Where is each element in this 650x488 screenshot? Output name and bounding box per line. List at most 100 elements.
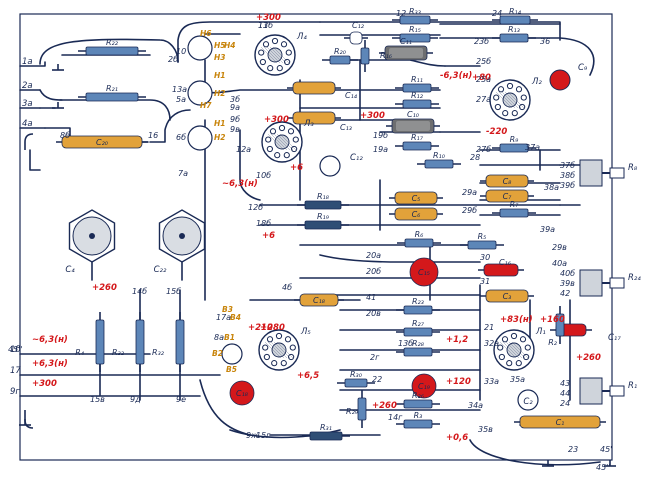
- input-16: 1б: [10, 345, 21, 355]
- node-label: 41: [366, 293, 376, 302]
- resistor-label: R₂₂: [106, 38, 119, 47]
- tube-pin: [291, 145, 298, 153]
- node-label: 37а: [525, 143, 540, 152]
- tube-label: Л₅: [300, 327, 311, 337]
- tube-hatch: [272, 46, 290, 64]
- capacitor-c1: [519, 415, 601, 429]
- node-label: 11: [258, 21, 268, 30]
- resistor-r30: [344, 378, 368, 388]
- resistor-r23: [403, 305, 433, 315]
- node-label: 21: [484, 323, 494, 332]
- voltage-label: -220: [486, 127, 507, 137]
- resistor-label: R₂₀: [334, 47, 347, 56]
- node-label: 14г: [388, 413, 403, 422]
- r1-pin-label: 44: [560, 389, 570, 398]
- tube-pin: [278, 124, 286, 132]
- r24-pin-label: 39в: [560, 279, 575, 288]
- node-label: 10б: [256, 171, 271, 180]
- voltage-label: +0,6: [446, 433, 468, 443]
- tube-hatch: [270, 133, 288, 151]
- resistor-r14: [499, 15, 531, 25]
- resistor-label: R₂₉: [346, 407, 359, 416]
- tube-pin: [523, 353, 530, 361]
- tube-pin: [284, 336, 292, 343]
- tube-pin: [502, 110, 509, 117]
- r24-pin-label: 40б: [560, 269, 575, 278]
- capacitor-c6: [394, 207, 438, 221]
- capacitor-c12b-label: C₁₂: [350, 153, 363, 163]
- tube-pin: [292, 136, 299, 143]
- node-label: 13б: [258, 21, 273, 30]
- wire-45: [469, 439, 601, 466]
- resistor-r32a: [135, 319, 145, 365]
- resistor-r29: [357, 397, 367, 421]
- tube-label: Л₂: [531, 77, 542, 87]
- r8-pin-label: 39б: [560, 181, 575, 190]
- tube-hatch: [507, 91, 525, 109]
- wire-13a: [149, 109, 191, 143]
- capacitor-c7: [485, 189, 529, 203]
- tube-hatch: [504, 91, 522, 109]
- node-label: 16: [148, 131, 158, 140]
- voltage-l5: +280: [260, 323, 285, 333]
- tube-pin: [262, 41, 270, 48]
- resistor-r9: [499, 143, 529, 153]
- resistor-label: R₁₀: [433, 151, 446, 160]
- node-label: 9е: [176, 395, 186, 404]
- wire-1a: [19, 61, 46, 67]
- capacitor-c16: [483, 263, 519, 277]
- node-label: 5а: [176, 95, 186, 104]
- socket-h5: [187, 80, 213, 106]
- capacitor-c9: [549, 69, 571, 91]
- capacitor-c19: [411, 373, 437, 399]
- node-label: 12б: [248, 203, 263, 212]
- socket-h6: [187, 35, 213, 61]
- input-17: 17: [10, 366, 21, 376]
- tube-pin: [285, 49, 292, 56]
- wire-2a-link: [39, 89, 63, 101]
- resistor-r3: [403, 419, 433, 429]
- tube-pin: [520, 94, 527, 101]
- capacitor-c14-label: C₁₄: [345, 91, 358, 100]
- tube-hatch: [276, 341, 294, 359]
- tube-hatch: [502, 341, 520, 359]
- resistor-label: R₂: [548, 338, 558, 347]
- node-label: 31: [480, 277, 490, 286]
- voltage-label: +6,5: [297, 371, 319, 381]
- capacitor-label: C₈: [503, 177, 513, 186]
- tube-pin: [497, 344, 504, 351]
- resistor-label: R₃₃: [409, 7, 421, 16]
- power-label-6-3b: +6,3(н): [32, 359, 68, 369]
- capacitor-c12b: [319, 155, 341, 177]
- pin-label: В5: [226, 365, 237, 374]
- resistor-label: R₂₈: [412, 339, 425, 348]
- pin-label: В1: [224, 333, 235, 342]
- node-label: 36: [540, 37, 550, 46]
- tube-hatch: [267, 133, 285, 151]
- resistor-label: R₁₄: [509, 7, 522, 16]
- tube-hatch: [260, 46, 278, 64]
- tube-pin: [506, 360, 513, 367]
- resistor-r27: [403, 327, 433, 337]
- tube-pin: [284, 58, 291, 66]
- capacitor-c15: [409, 257, 439, 287]
- wire-r21: [59, 99, 171, 121]
- voltage-label: +160: [540, 315, 565, 325]
- tube-hatch: [266, 46, 284, 64]
- pin-label: В4: [230, 313, 241, 322]
- tube-pin: [280, 360, 287, 367]
- tube-l3: [261, 121, 303, 163]
- node-label: 9б: [230, 115, 240, 124]
- node-label: 29в: [552, 243, 567, 252]
- tube-pin: [271, 37, 279, 45]
- resistor-r7: [499, 208, 529, 218]
- pin-label: В2: [212, 349, 223, 358]
- r8-pin-label: 37б: [560, 161, 575, 170]
- tube-pin: [515, 86, 523, 93]
- tube-pin: [266, 336, 274, 343]
- capacitor-c2: [517, 389, 539, 411]
- node-label: 30: [480, 253, 490, 262]
- capacitor-label: C₁₈: [236, 389, 249, 398]
- resistor-r13: [499, 33, 529, 43]
- tube-l4: [254, 34, 296, 76]
